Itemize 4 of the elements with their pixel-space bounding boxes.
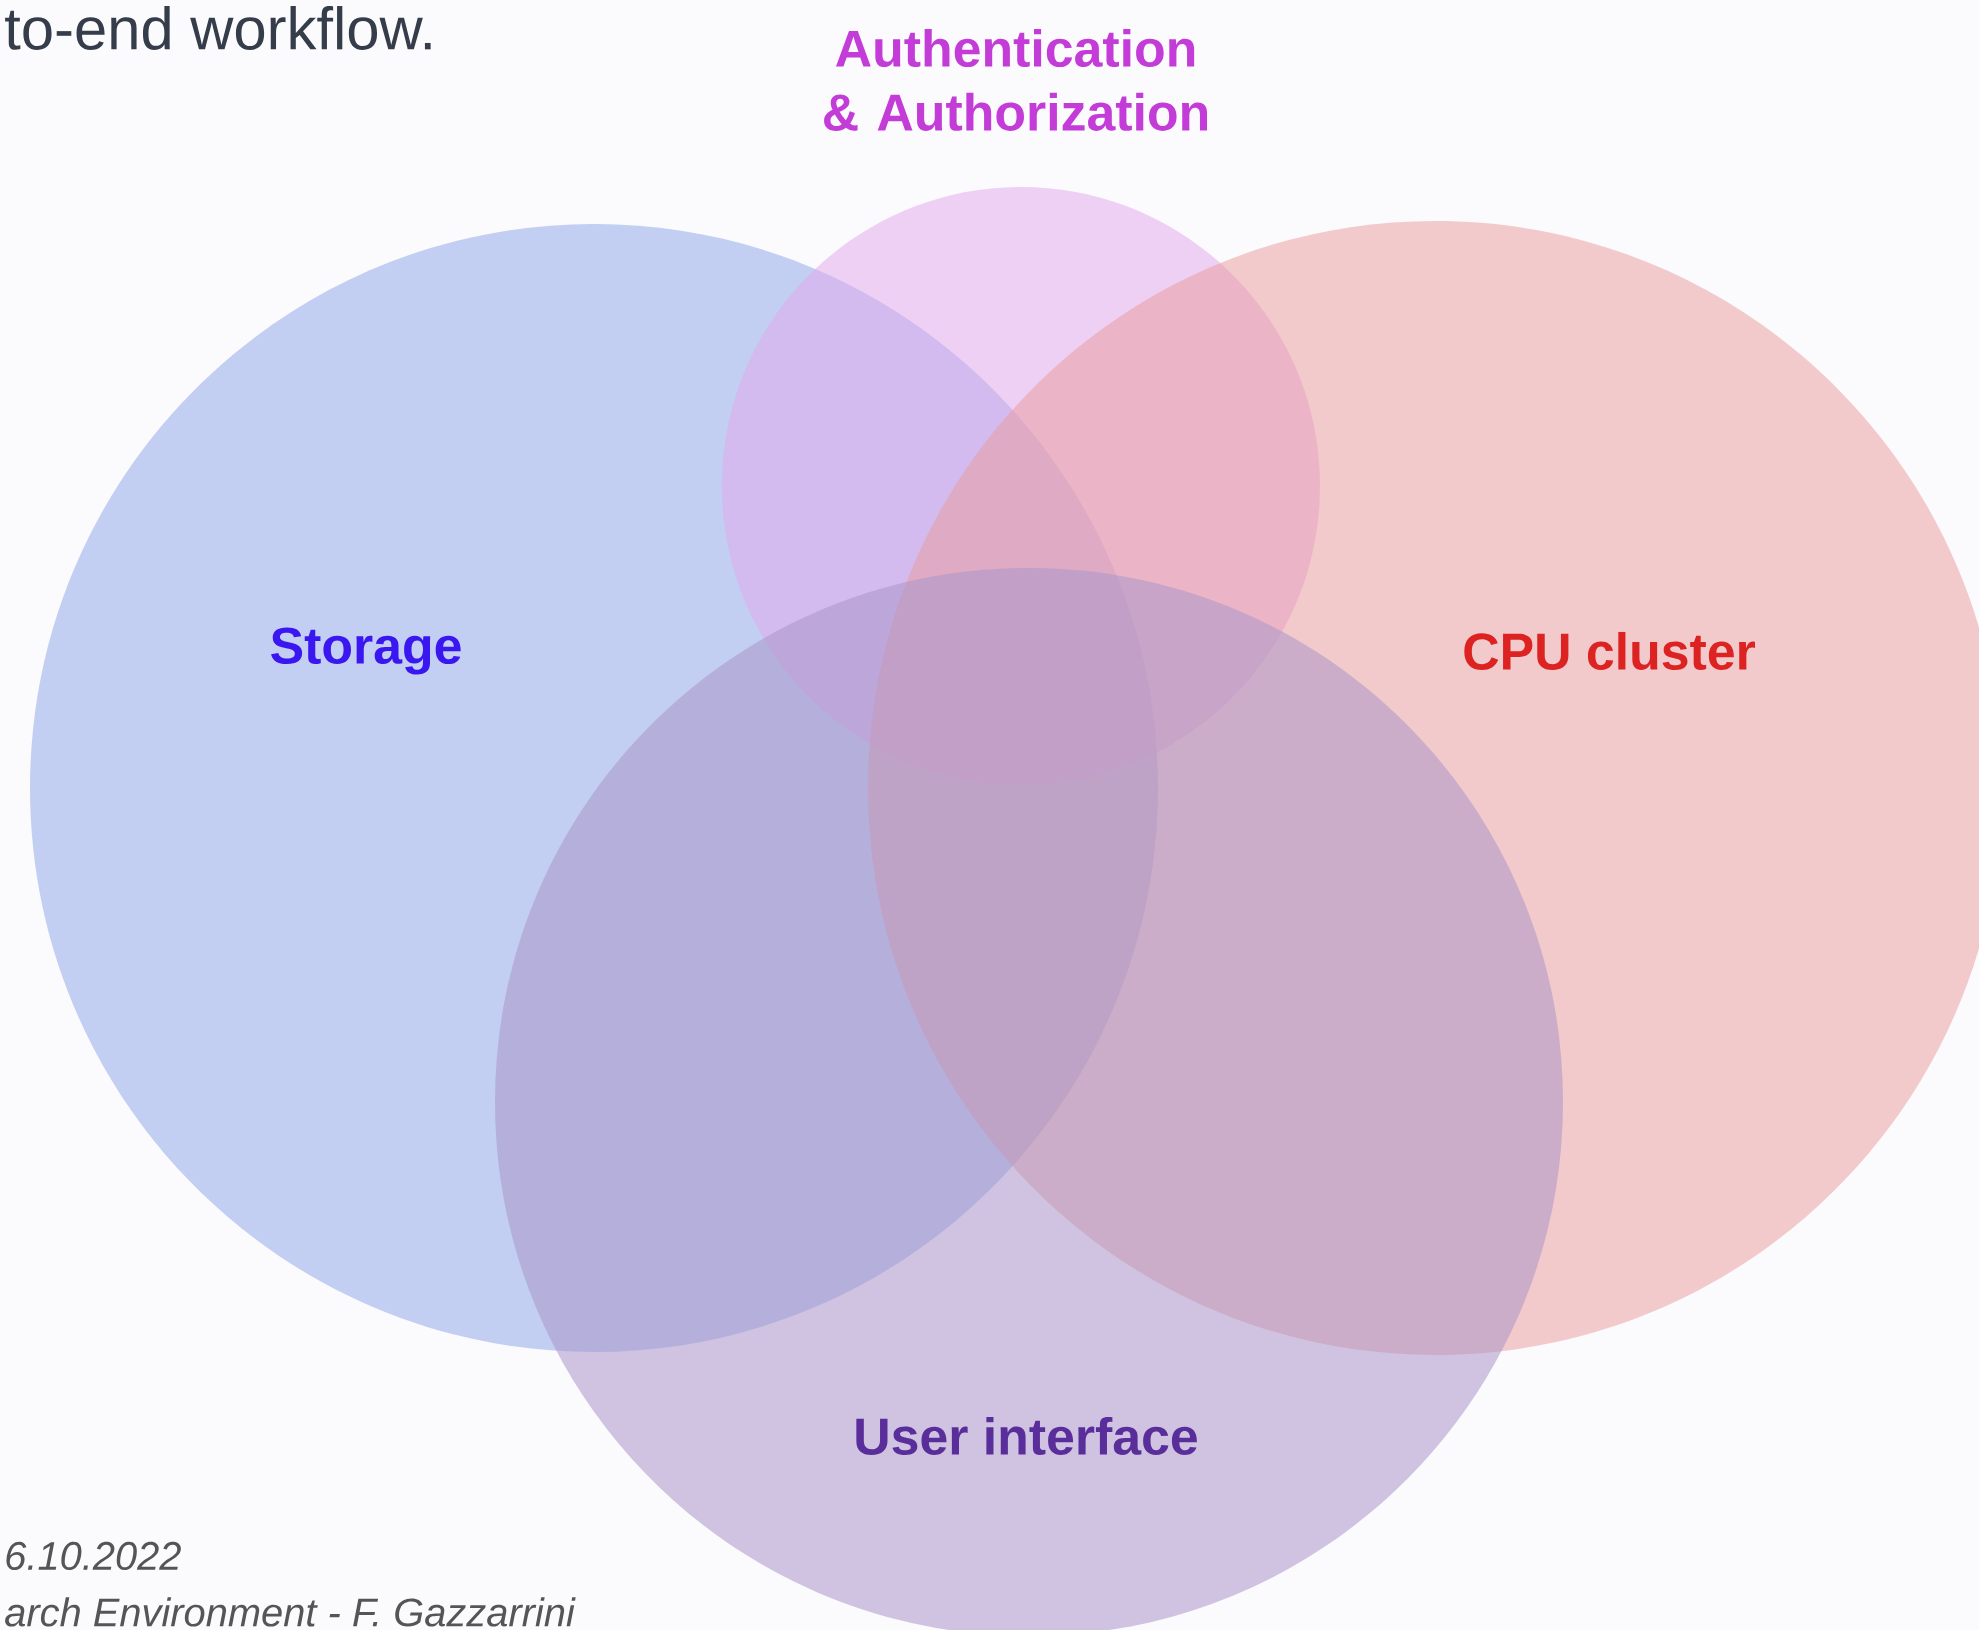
footer-text: 6.10.2022 (6, 1541, 181, 1571)
footer-text: arch Environment - F. Gazzarrini (5, 1597, 576, 1627)
title-text: to-end workflow. (5, 6, 431, 50)
node-label: Authentication & Authorization (824, 29, 1208, 131)
